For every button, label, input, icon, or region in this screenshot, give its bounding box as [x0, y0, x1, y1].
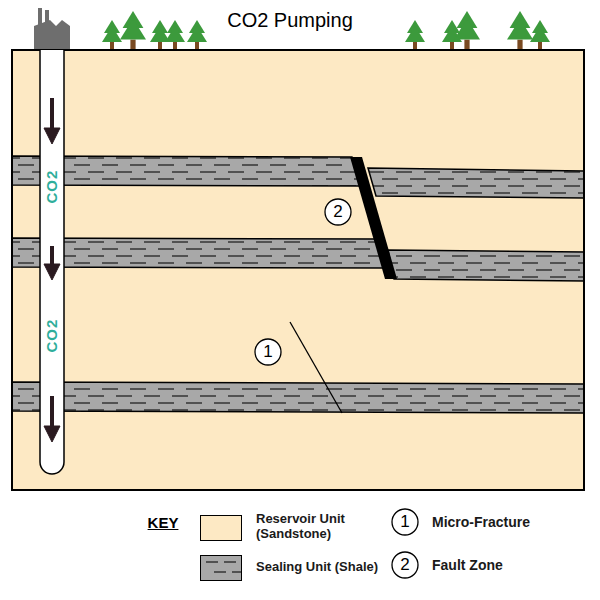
- legend-swatch: [200, 515, 242, 541]
- callout-number: 2: [400, 555, 409, 575]
- flow-label: CO2: [43, 319, 60, 353]
- legend-text: Micro-Fracture: [432, 514, 530, 530]
- callout-number: 1: [400, 512, 409, 532]
- reservoir-ground: [12, 50, 584, 490]
- section-border: [12, 50, 584, 490]
- flow-label: CO2: [43, 170, 60, 204]
- legend-text: Sealing Unit (Shale): [256, 560, 381, 575]
- legend-swatch: [200, 555, 242, 581]
- shale-dashes: [200, 555, 242, 581]
- legend-heading: KEY: [148, 514, 179, 531]
- callout-number: 1: [263, 342, 272, 362]
- title: CO2 Pumping: [227, 9, 353, 32]
- well-pipe: [40, 50, 64, 474]
- fault-zone: [350, 157, 397, 279]
- callout-number: 2: [333, 202, 342, 222]
- micro-fracture: [290, 322, 342, 413]
- flow-arrows: [44, 98, 60, 442]
- callout-circles: [255, 199, 418, 578]
- legend-text: Reservoir Unit (Sandstone): [256, 512, 381, 542]
- building: [34, 8, 70, 50]
- legend-text: Fault Zone: [432, 557, 503, 573]
- shale-layers: [12, 156, 584, 413]
